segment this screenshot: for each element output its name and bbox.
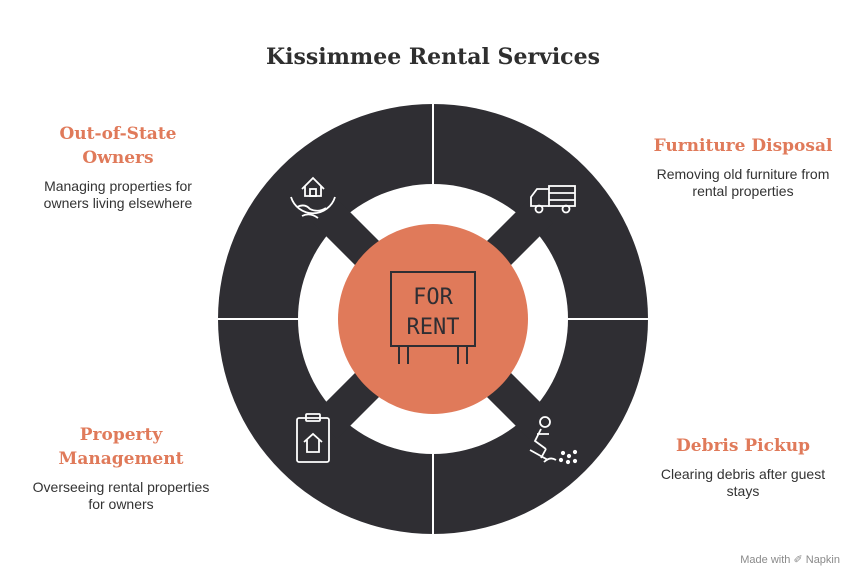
heading-line-1: Out-of-State — [59, 124, 177, 144]
heading-line-1: Property — [79, 425, 163, 445]
center-circle — [338, 224, 528, 414]
label-property-management: Property Management Overseeing rental pr… — [20, 423, 222, 513]
description-line-2: owners living elsewhere — [43, 195, 193, 211]
heading-furniture-disposal: Furniture Disposal — [653, 136, 833, 156]
house-on-globe-icon — [290, 176, 336, 219]
heading-line-2: Management — [58, 449, 184, 469]
sweeping-person-icon — [529, 416, 578, 465]
description-line-1: Managing properties for — [44, 178, 192, 194]
quadrant-dividers — [214, 100, 652, 538]
description-property-management: Overseeing rental properties for owners — [20, 479, 222, 513]
clipboard-house-icon — [296, 413, 330, 463]
description-line-2: for owners — [88, 496, 154, 512]
label-furniture-disposal: Furniture Disposal Removing old furnitur… — [640, 134, 846, 200]
heading-debris-pickup: Debris Pickup — [676, 436, 810, 456]
heading-line-2: Owners — [82, 148, 154, 168]
description-line-2: stays — [726, 483, 760, 499]
for-rent-sign-icon — [390, 271, 476, 364]
description-line-1: Removing old furniture from — [656, 166, 830, 182]
brand-name: Napkin — [805, 554, 840, 566]
description-out-of-state-owners: Managing properties for owners living el… — [20, 178, 216, 212]
napkin-logo-icon: ✐ — [793, 554, 803, 566]
heading-out-of-state-owners: Out-of-State Owners — [20, 122, 216, 170]
description-line-1: Clearing debris after guest — [660, 466, 826, 482]
description-line-2: rental properties — [692, 183, 794, 199]
description-debris-pickup: Clearing debris after guest stays — [640, 466, 846, 500]
heading-property-management: Property Management — [20, 423, 222, 471]
made-with-footer[interactable]: Made with ✐ Napkin — [740, 553, 840, 566]
label-debris-pickup: Debris Pickup Clearing debris after gues… — [640, 434, 846, 500]
moving-truck-icon — [530, 185, 576, 214]
sign-line-for: FOR — [413, 285, 453, 310]
page-title: Kissimmee Rental Services — [266, 44, 600, 70]
description-furniture-disposal: Removing old furniture from rental prope… — [640, 166, 846, 200]
sign-line-rent: RENT — [407, 315, 460, 340]
made-with-text: Made with — [740, 554, 791, 566]
label-out-of-state-owners: Out-of-State Owners Managing properties … — [20, 122, 216, 212]
description-line-1: Overseeing rental properties — [32, 479, 210, 495]
